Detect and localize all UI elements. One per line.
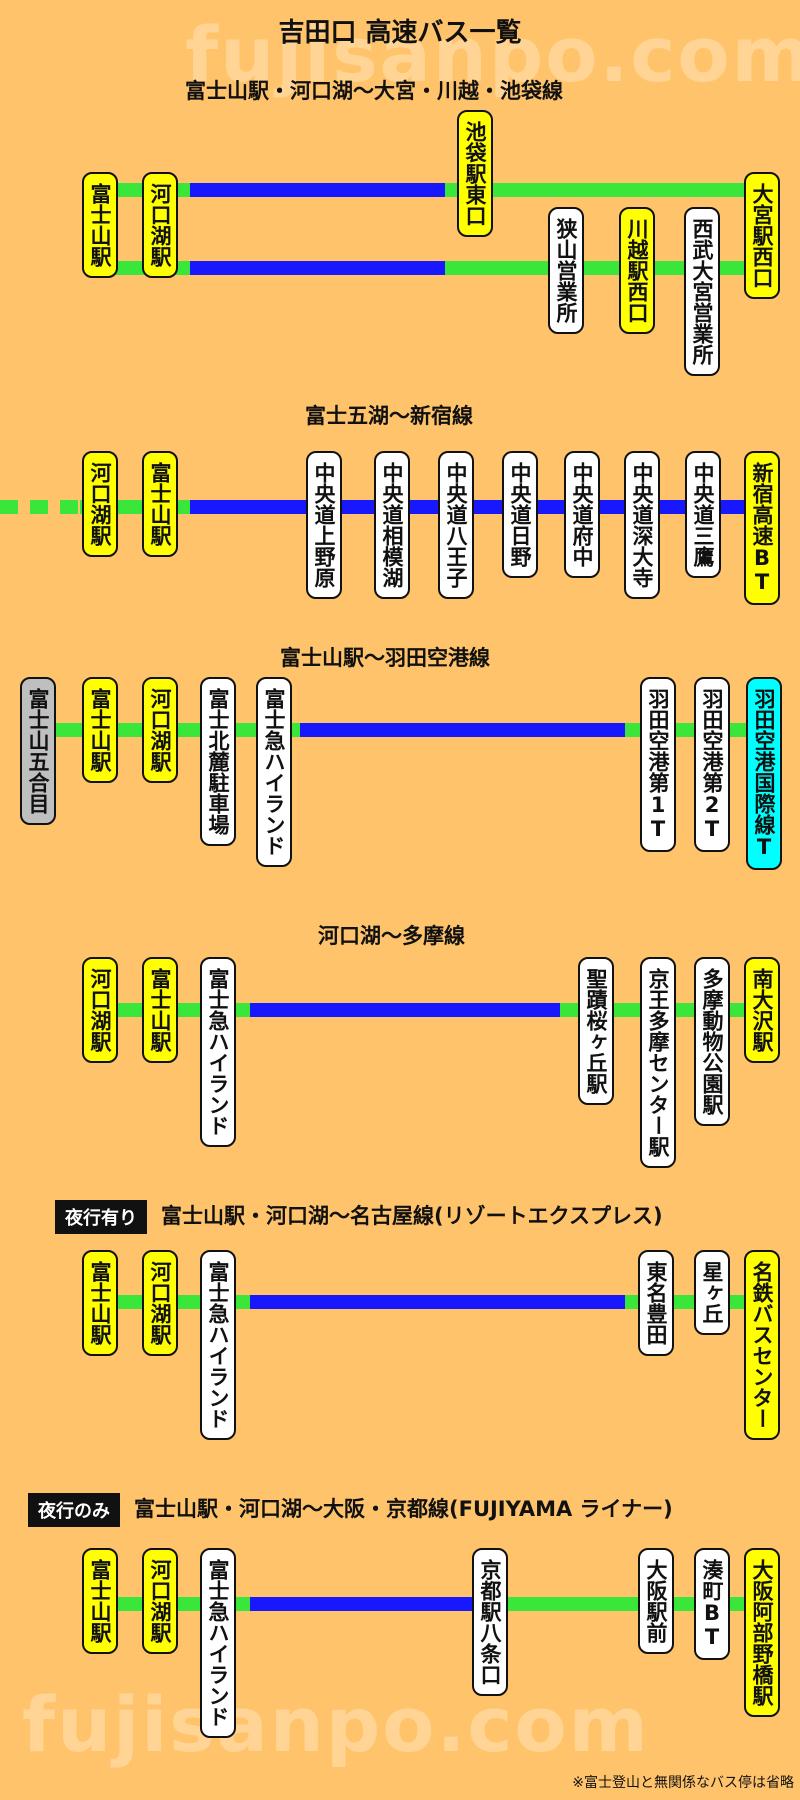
bus-stop: 京都駅八条口 [472,1548,508,1696]
bus-stop: 羽田空港国際線T [746,677,782,870]
nonstop-segment [300,723,625,737]
bus-stop: 河口湖駅 [82,451,118,557]
bus-stop: 京王多摩センター駅 [640,957,676,1168]
bus-stop: 大阪駅前 [638,1548,674,1654]
bus-stop: 星ヶ丘 [694,1250,730,1335]
route-badge: 夜行有り [55,1200,147,1234]
bus-stop: 大宮駅西口 [744,172,780,299]
bus-stop: 聖蹟桜ヶ丘駅 [578,957,614,1105]
bus-stop: 湊町BT [694,1548,730,1660]
bus-stop: 富士急ハイランド [256,677,292,867]
bus-stop: 多摩動物公園駅 [694,957,730,1126]
bus-stop: 富士北麓駐車場 [200,677,236,846]
bus-stop: 中央道三鷹 [685,451,721,578]
stop-segment [445,183,760,197]
bus-stop: 河口湖駅 [82,957,118,1063]
page-title: 吉田口 高速バス一覧 [278,18,522,48]
bus-stop: 狭山営業所 [548,207,584,334]
bus-stop: 中央道日野 [502,451,538,578]
bus-stop: 富士山駅 [82,1548,118,1654]
bus-stop: 南大沢駅 [744,957,780,1063]
bus-stop: 富士山駅 [142,957,178,1063]
bus-stop: 河口湖駅 [142,172,178,278]
bus-stop: 富士急ハイランド [200,1250,236,1440]
route-title: 河口湖～多摩線 [318,920,465,950]
bus-stop: 河口湖駅 [142,1250,178,1356]
route-title: 夜行有り富士山駅・河口湖～名古屋線(リゾートエクスプレス) [55,1200,663,1234]
route-name: 河口湖～多摩線 [318,924,465,948]
watermark-bottom: fujisanpo.com [22,1680,650,1769]
nonstop-segment [250,1295,625,1309]
continuation-segment [0,500,80,514]
route-title: 富士山駅～羽田空港線 [280,642,490,672]
bus-stop: 中央道相模湖 [374,451,410,599]
footnote: ※富士登山と無関係なバス停は省略 [572,1775,794,1791]
route-name: 富士山駅～羽田空港線 [280,646,490,670]
bus-stop: 新宿高速BT [744,451,780,605]
route-title: 夜行のみ富士山駅・河口湖～大阪・京都線(FUJIYAMA ライナー) [28,1493,673,1527]
bus-stop: 中央道府中 [564,451,600,578]
bus-stop: 河口湖駅 [142,1548,178,1654]
route-badge: 夜行のみ [28,1493,120,1527]
route-title: 富士五湖～新宿線 [305,400,473,430]
route-title: 富士山駅・河口湖～大宮・川越・池袋線 [185,75,563,105]
nonstop-segment [250,1597,505,1611]
bus-stop: 富士急ハイランド [200,1548,236,1738]
bus-stop: 中央道上野原 [306,451,342,599]
bus-stop: 河口湖駅 [142,677,178,783]
route-name: 富士山駅・河口湖～大宮・川越・池袋線 [185,79,563,103]
bus-stop: 大阪阿部野橋駅 [744,1548,780,1717]
bus-stop: 東名豊田 [638,1250,674,1356]
bus-stop: 富士山駅 [82,1250,118,1356]
watermark-top: fujisanpo.com [185,10,800,99]
bus-stop: 西武大宮営業所 [684,207,720,376]
bus-stop: 羽田空港第2T [694,677,730,852]
bus-stop: 富士急ハイランド [200,957,236,1147]
nonstop-segment [250,1003,560,1017]
bus-stop: 川越駅西口 [619,207,655,334]
route-name: 富士山駅・河口湖～大阪・京都線(FUJIYAMA ライナー) [134,1497,673,1521]
nonstop-segment [190,261,445,275]
route-name: 富士五湖～新宿線 [305,404,473,428]
bus-stop: 富士山駅 [82,677,118,783]
stop-segment [445,261,760,275]
bus-stop: 池袋駅東口 [457,110,493,237]
bus-stop: 富士山五合目 [20,677,56,825]
route-name: 富士山駅・河口湖～名古屋線(リゾートエクスプレス) [161,1204,663,1228]
nonstop-segment [190,500,760,514]
bus-stop: 富士山駅 [82,172,118,278]
bus-stop: 中央道深大寺 [624,451,660,599]
bus-stop: 名鉄バスセンター [744,1250,780,1440]
bus-stop: 富士山駅 [142,451,178,557]
nonstop-segment [190,183,445,197]
bus-stop: 中央道八王子 [438,451,474,599]
bus-stop: 羽田空港第1T [640,677,676,852]
